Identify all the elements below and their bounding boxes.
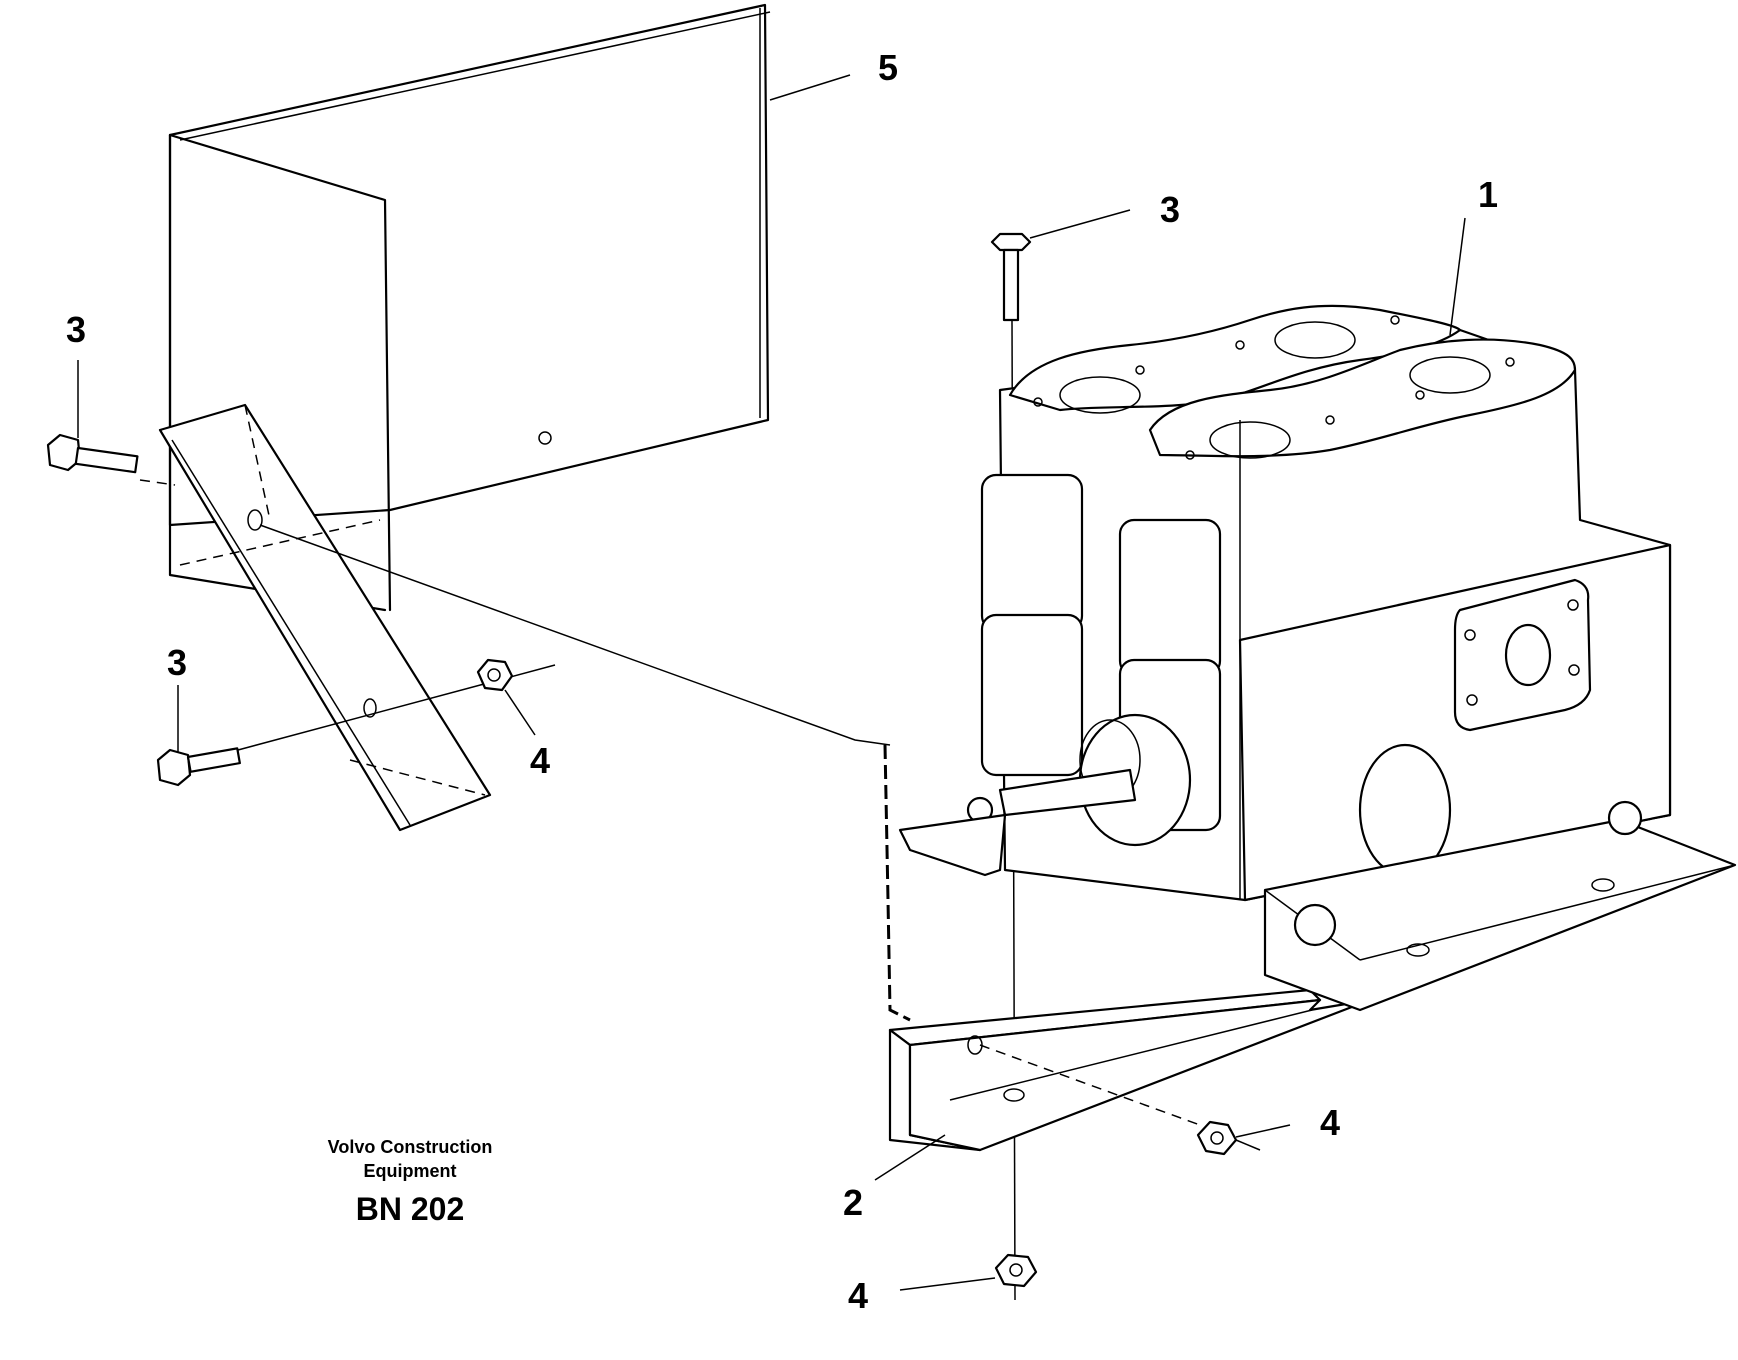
leader-3-top — [1029, 209, 1131, 239]
callout-4-right: 4 — [1320, 1102, 1340, 1143]
cover-plate-hole — [538, 431, 552, 445]
callout-1: 1 — [1478, 174, 1498, 215]
callout-3-left: 3 — [66, 309, 86, 350]
callout-4-bottom: 4 — [848, 1275, 868, 1316]
valve-body-part — [898, 304, 1737, 1012]
leader-5 — [769, 74, 851, 101]
angle-bracket-part — [888, 988, 1372, 1152]
leader-4-right — [1235, 1124, 1291, 1138]
bolt-upper-left — [46, 433, 176, 486]
bracket-strip — [158, 403, 492, 832]
leader-1 — [1449, 217, 1466, 336]
leader-4-bottom — [899, 1277, 996, 1291]
leader-2 — [874, 1134, 946, 1181]
callout-leaders — [77, 74, 1466, 1291]
caption-line-2: Equipment — [363, 1161, 457, 1181]
leader-4-left — [504, 689, 536, 736]
nut-lower-right — [1196, 1120, 1261, 1156]
caption-line-1: Volvo Construction — [327, 1137, 493, 1157]
callout-4-left: 4 — [530, 740, 550, 781]
callout-3-lower: 3 — [167, 642, 187, 683]
callout-5: 5 — [878, 47, 898, 88]
nut-left — [476, 658, 514, 692]
callout-3-top: 3 — [1160, 189, 1180, 230]
cover-plate-fold-edge — [168, 133, 392, 612]
diagram-code: BN 202 — [355, 1191, 465, 1227]
manufacturer-caption: Volvo Construction Equipment BN 202 — [260, 1135, 560, 1228]
nut-bottom — [994, 1253, 1038, 1288]
callout-2: 2 — [843, 1182, 863, 1223]
